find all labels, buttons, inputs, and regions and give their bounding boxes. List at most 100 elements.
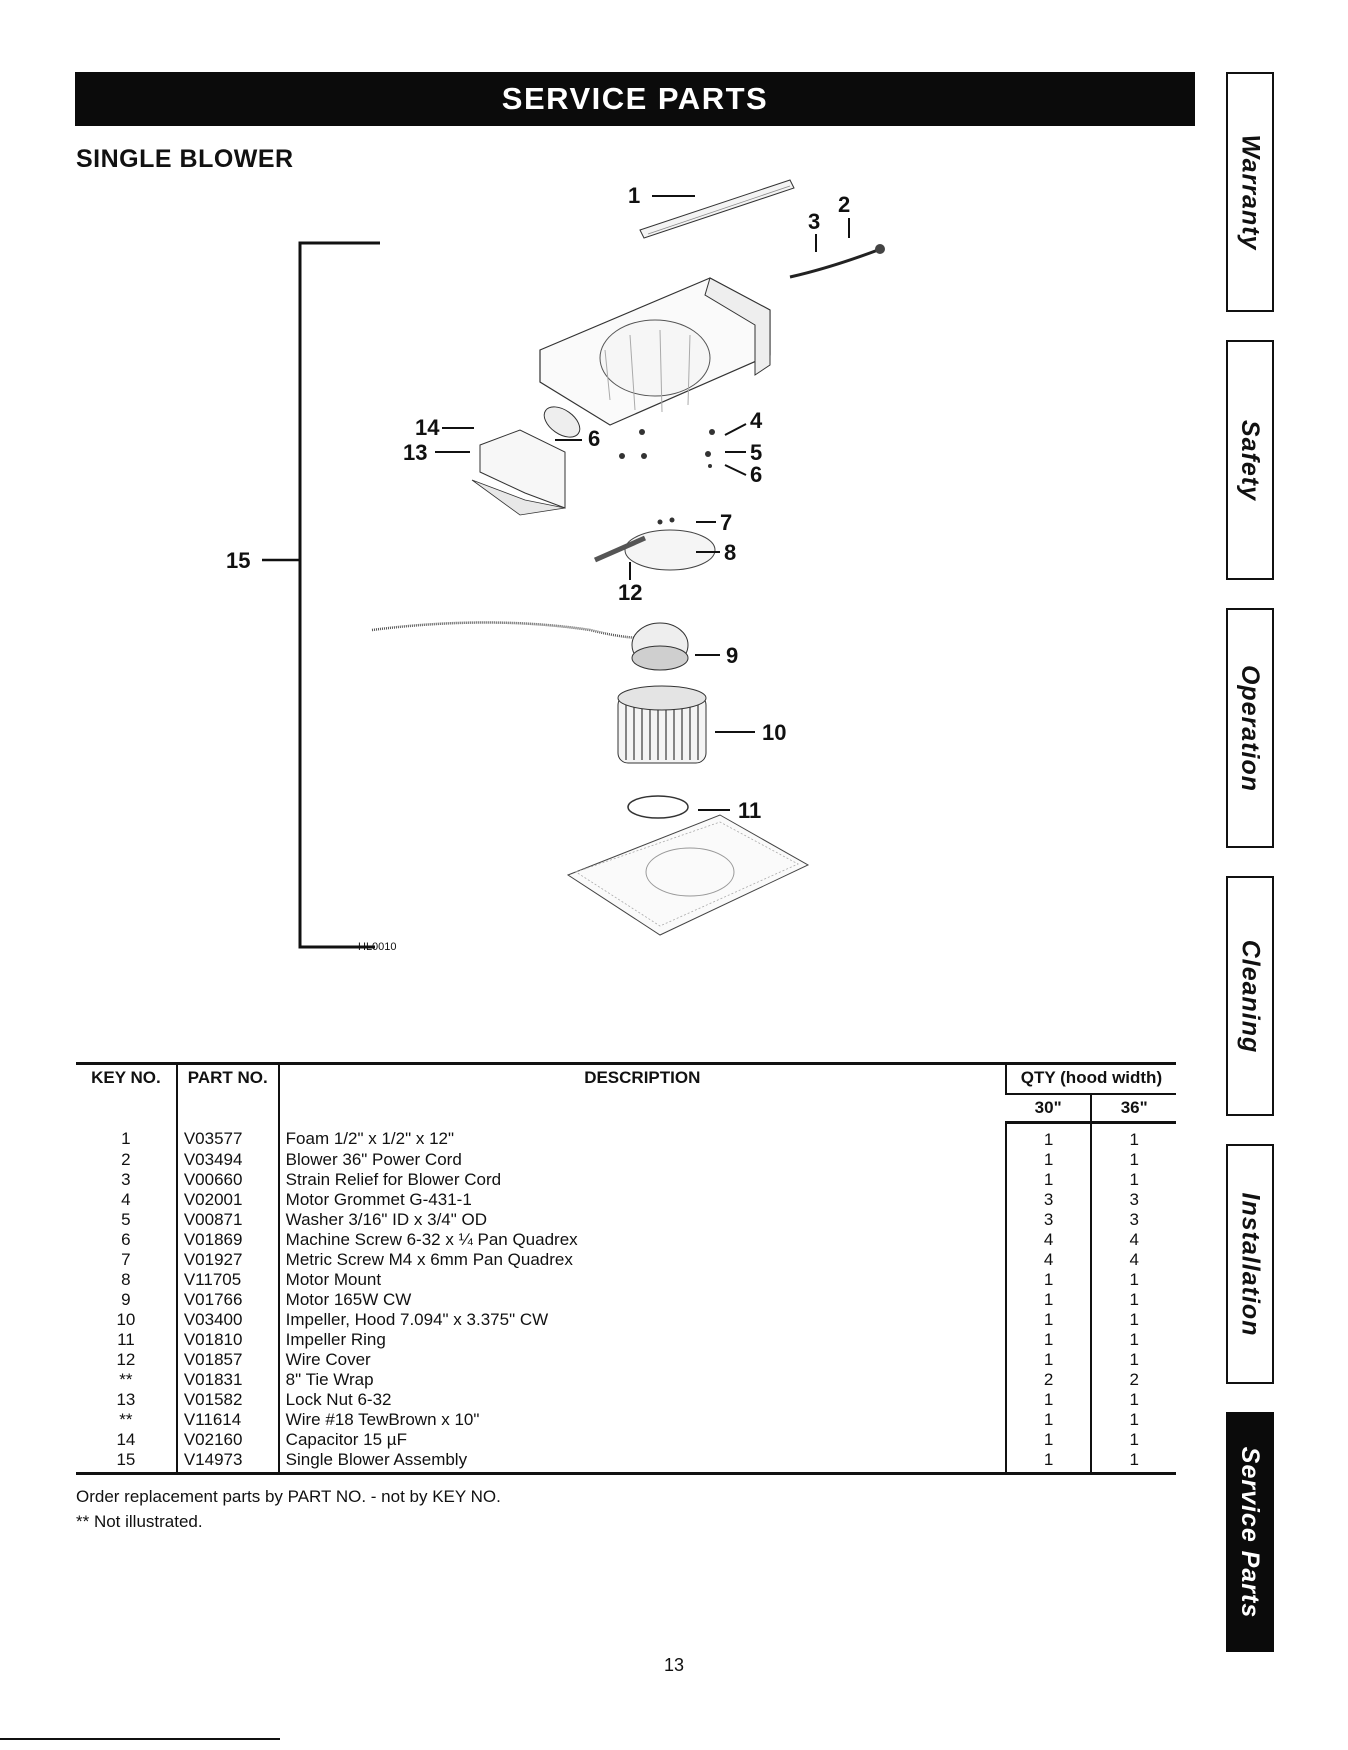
cell-key-no: 7 [121, 1250, 131, 1269]
figure-code: HL0010 [358, 941, 397, 950]
header-qty-30: 30" [1005, 1094, 1092, 1124]
cell-key-no: 8 [121, 1270, 131, 1289]
cell-description: Motor 165W CW [277, 1290, 1006, 1310]
cell-description: Strain Relief for Blower Cord [277, 1170, 1006, 1190]
cell-qty-30: 3 [1004, 1210, 1092, 1230]
tab-warranty[interactable]: Warranty [1226, 72, 1274, 312]
cell-key-no: 15 [76, 1450, 177, 1475]
exploded-parts-diagram: 15 HL0010 1 2 3 14 13 6 4 5 6 7 8 12 9 1… [226, 179, 885, 950]
callout-5: 5 [750, 440, 762, 465]
parts-table: KEY NO. PART NO. DESCRIPTION QTY (hood w… [76, 1062, 1176, 1475]
order-note: Order replacement parts by PART NO. - no… [76, 1487, 501, 1506]
tab-operation[interactable]: Operation [1226, 608, 1274, 848]
cell-part-no: V01857 [175, 1350, 279, 1370]
cell-key-no: ** [119, 1370, 133, 1389]
cell-qty-30: 1 [1004, 1270, 1092, 1290]
cell-description: Washer 3/16" ID x 3/4" OD [277, 1210, 1006, 1230]
cell-qty-36: 1 [1090, 1350, 1176, 1370]
cell-part-no: V03400 [175, 1310, 279, 1330]
tab-service-parts[interactable]: Service Parts [1226, 1412, 1274, 1652]
cell-qty-36: 1 [1090, 1330, 1176, 1350]
cell-part-no: V11614 [175, 1410, 279, 1430]
callout-15: 15 [226, 548, 250, 573]
cell-key-no: 10 [116, 1310, 136, 1329]
cell-description: Machine Screw 6-32 x ¼ Pan Quadrex [277, 1230, 1006, 1250]
tab-safety-label: Safety [1236, 419, 1265, 501]
cell-description: Wire #18 TewBrown x 10" [277, 1410, 1006, 1430]
cell-description: Impeller Ring [277, 1330, 1006, 1350]
cell-qty-36: 1 [1090, 1410, 1176, 1430]
cell-qty-30: 1 [1004, 1330, 1092, 1350]
header-qty-36: 36" [1090, 1094, 1176, 1124]
cell-part-no: V01810 [175, 1330, 279, 1350]
callout-4: 4 [750, 408, 763, 433]
cell-description: Blower 36" Power Cord [277, 1150, 1006, 1170]
cell-part-no: V00660 [175, 1170, 279, 1190]
tab-safety[interactable]: Safety [1226, 340, 1274, 580]
cell-qty-36: 1 [1090, 1430, 1176, 1450]
cell-key-no: 9 [121, 1290, 131, 1309]
cell-qty-30: 1 [1004, 1390, 1092, 1410]
cell-qty-36: 1 [1090, 1270, 1176, 1290]
cell-qty-30: 1 [1004, 1350, 1092, 1370]
tab-cleaning[interactable]: Cleaning [1226, 876, 1274, 1116]
cell-key-no: 5 [121, 1210, 131, 1229]
callout-14: 14 [415, 415, 440, 440]
cell-qty-30: 2 [1004, 1370, 1092, 1390]
header-qty: QTY (hood width) [1004, 1062, 1176, 1095]
cell-qty-30: 1 [1004, 1430, 1092, 1450]
tab-operation-label: Operation [1236, 664, 1265, 792]
cell-part-no: V02001 [175, 1190, 279, 1210]
cell-qty-30: 4 [1004, 1230, 1092, 1250]
cell-description: Motor Mount [277, 1270, 1006, 1290]
cell-description: Metric Screw M4 x 6mm Pan Quadrex [277, 1250, 1006, 1270]
cell-qty-36: 3 [1090, 1190, 1176, 1210]
cell-part-no: V01766 [175, 1290, 279, 1310]
cell-qty-30: 1 [1004, 1150, 1092, 1170]
cell-qty-30: 1 [1004, 1410, 1092, 1430]
cell-qty-30: 1 [1004, 1170, 1092, 1190]
cell-qty-36: 1 [1090, 1150, 1176, 1170]
assembly-bracket [298, 241, 380, 949]
header-key-no: KEY NO. [76, 1062, 177, 1123]
callout-2: 2 [838, 192, 850, 217]
callout-3: 3 [808, 209, 820, 234]
cell-part-no: V01869 [175, 1230, 279, 1250]
header-part-no: PART NO. [175, 1062, 279, 1123]
cell-qty-36: 3 [1090, 1210, 1176, 1230]
cell-qty-36: 1 [1090, 1390, 1176, 1410]
cell-qty-36: 2 [1090, 1370, 1176, 1390]
cell-qty-36: 1 [1090, 1450, 1176, 1475]
cell-key-no: 13 [116, 1390, 136, 1409]
page-number: 13 [663, 1655, 685, 1675]
tab-cleaning-label: Cleaning [1236, 939, 1265, 1053]
callout-12: 12 [618, 580, 642, 605]
cell-part-no: V01831 [175, 1370, 279, 1390]
page-banner: SERVICE PARTS [75, 72, 1195, 126]
callout-11: 11 [738, 798, 761, 823]
cell-description: Single Blower Assembly [277, 1450, 1006, 1475]
cell-description: 8" Tie Wrap [277, 1370, 1006, 1390]
cell-part-no: V01927 [175, 1250, 279, 1270]
cell-key-no: 14 [116, 1430, 136, 1449]
cell-key-no: ** [119, 1410, 133, 1429]
cell-key-no: 12 [116, 1350, 136, 1369]
cell-key-no: 11 [117, 1330, 135, 1349]
tab-installation[interactable]: Installation [1226, 1144, 1274, 1384]
tab-warranty-label: Warranty [1236, 134, 1265, 250]
callout-10: 10 [762, 720, 786, 745]
cell-description: Impeller, Hood 7.094" x 3.375" CW [277, 1310, 1006, 1330]
cell-description: Motor Grommet G-431-1 [277, 1190, 1006, 1210]
